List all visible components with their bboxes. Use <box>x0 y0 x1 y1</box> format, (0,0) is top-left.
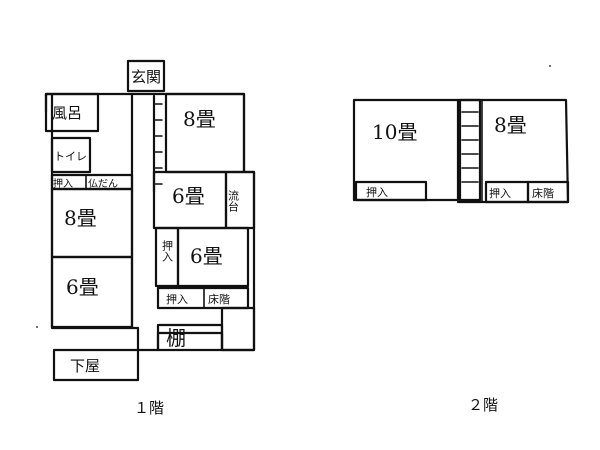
label-toilet: トイレ <box>54 150 87 163</box>
label-closet-small: 押入 <box>53 177 73 190</box>
label-kitchen: 流台 <box>227 189 240 212</box>
floor-2-plan: 10畳 8畳 押入 押入 床階 ２階 <box>352 98 570 414</box>
room-6jo-right <box>176 226 250 288</box>
label-stairs-2f: 床階 <box>532 186 554 200</box>
label-stairs-1f: 床階 <box>208 292 230 306</box>
stray-mark <box>549 65 551 67</box>
label-oshiire-2f-left: 押入 <box>366 185 388 199</box>
label-butsudan: 仏だん <box>88 178 118 190</box>
label-8jo-right: 8畳 <box>183 107 216 131</box>
outer-wall-floor-2 <box>352 98 460 202</box>
label-8jo-left: 8畳 <box>64 206 97 230</box>
label-entrance: 玄関 <box>131 68 161 86</box>
stray-mark <box>36 326 38 328</box>
oshiire-2f-left <box>354 180 428 202</box>
label-bath: 風呂 <box>52 104 82 122</box>
floor-1-caption: １階 <box>134 399 164 417</box>
label-6jo-mid: 6畳 <box>172 184 205 208</box>
oshiire-bottom-row <box>156 286 250 310</box>
floor-1-plan: 玄関 風呂 トイレ 押入 仏だん 8畳 6畳 8畳 6畳 流台 押入 6畳 押入… <box>44 59 256 417</box>
label-8jo-2f: 8畳 <box>494 113 527 137</box>
corridor-steps <box>153 103 163 185</box>
label-6jo-right: 6畳 <box>190 244 223 268</box>
stairs-2f-steps <box>461 111 479 183</box>
label-10jo: 10畳 <box>372 120 417 144</box>
room-8jo-right <box>164 92 246 174</box>
stairs-box-2f-right <box>526 180 570 204</box>
stairs-2f <box>458 98 482 202</box>
label-oshiire-bottom: 押入 <box>166 292 188 306</box>
toilet-room <box>50 136 92 174</box>
label-shelf: 棚 <box>166 326 186 350</box>
entrance-box <box>126 59 166 93</box>
floor-2-caption: ２階 <box>468 396 498 414</box>
label-6jo-left: 6畳 <box>66 275 99 299</box>
label-oshiire-left: 押入 <box>161 239 174 262</box>
shelf-box <box>156 323 224 352</box>
label-lower-roof: 下屋 <box>70 357 100 375</box>
label-oshiire-2f-right: 押入 <box>489 186 511 200</box>
lower-roof-box <box>52 348 140 382</box>
